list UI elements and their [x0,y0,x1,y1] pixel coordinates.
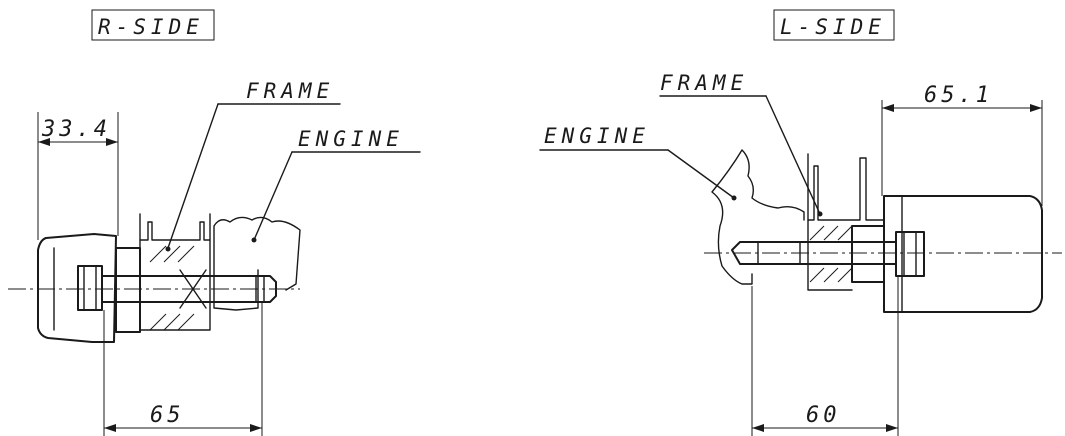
r-side-engine-outline [213,216,301,311]
r-side-engine-label: ENGINE [298,127,404,151]
l-side-title: L-SIDE [780,15,886,39]
r-side-bolt-shank [102,275,277,303]
l-side-dim-bottom-value: 60 [806,403,841,428]
l-side-frame-label: FRAME [660,71,748,95]
r-side-frame-bracket [139,213,211,241]
r-side-engine-leader [253,151,293,241]
r-side-dim-top: 33.4 [37,112,119,240]
r-side-slider-cap [37,233,117,343]
r-side-bolt-head [77,265,103,311]
l-side-frame-bracket [807,153,885,221]
l-side-dim-top: 65.1 [881,83,1043,206]
l-side-title-box [773,9,895,41]
l-side-bolt-head [895,231,925,277]
r-side-dim-bottom-value: 65 [150,403,185,428]
l-side-bolt-shank [731,241,896,265]
l-side-spacer [851,225,885,283]
r-side-dim-top-value: 33.4 [41,117,111,142]
l-side-engine-leader [667,149,735,199]
l-side-dim-bottom: 60 [751,276,899,436]
l-side-engine-outline [711,149,805,285]
r-side-dim-bottom: 65 [103,302,263,436]
r-side-frame-label: FRAME [246,79,334,103]
l-side-slider-cap [883,195,1043,313]
l-side-view: L-SIDE FRAME [539,9,1062,436]
r-side-spacer [115,247,141,333]
l-side-engine-label: ENGINE [544,124,650,148]
r-side-title: R-SIDE [98,15,204,39]
l-side-frame-hatch [809,225,853,283]
r-side-frame-hatch [149,245,195,331]
r-side-frame-leader [167,103,219,249]
l-side-dim-top-value: 65.1 [924,83,993,108]
r-side-title-box [91,9,215,41]
r-side-view: R-SIDE [8,9,421,436]
l-side-frame-leader [765,95,821,215]
